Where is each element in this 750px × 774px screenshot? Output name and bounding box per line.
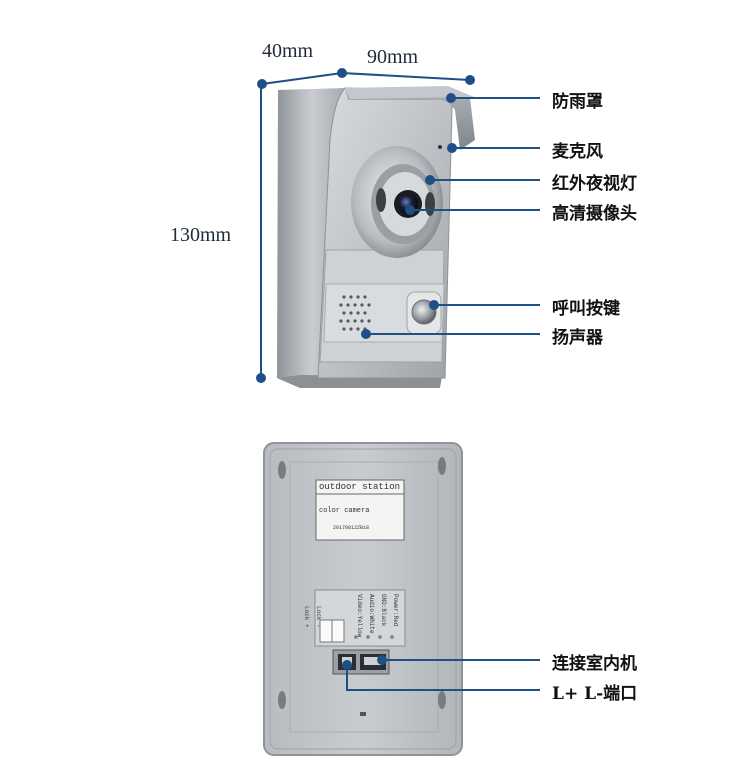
label-call-button: 呼叫按键 [552,299,620,319]
dimension-lines [256,68,475,383]
terminal-label-lock-minus: Lock - [315,606,322,628]
sticker-subtitle: color camera [319,507,370,515]
sticker-title: outdoor station [319,482,401,492]
front-callouts [361,93,540,339]
terminal-label-audio: Audio:White [368,594,375,634]
back-callouts [342,655,540,691]
terminal-label-lock-plus: Lock + [303,606,310,628]
terminal-label-gnd: GND:Black [380,594,387,627]
terminal-label-power: Power:Red [392,594,399,627]
label-infrared-night-light: 红外夜视灯 [552,174,637,194]
depth-dimension: 40mm [262,40,314,62]
front-unit [277,86,475,388]
height-dimension: 130mm [170,224,232,246]
label-indoor-unit-connection: 连接室内机 [552,654,637,674]
label-lock-port: L+ L-端口 [552,684,638,704]
label-speaker: 扬声器 [552,328,603,348]
sticker-serial: 20170812ZB18 [333,525,370,531]
label-hd-camera: 高清摄像头 [552,204,637,224]
width-dimension: 90mm [367,46,419,68]
terminal-label-video: Video:Yellow [356,594,363,638]
label-microphone: 麦克风 [552,142,603,162]
label-rain-cover: 防雨罩 [552,92,603,112]
back-unit [263,442,463,756]
